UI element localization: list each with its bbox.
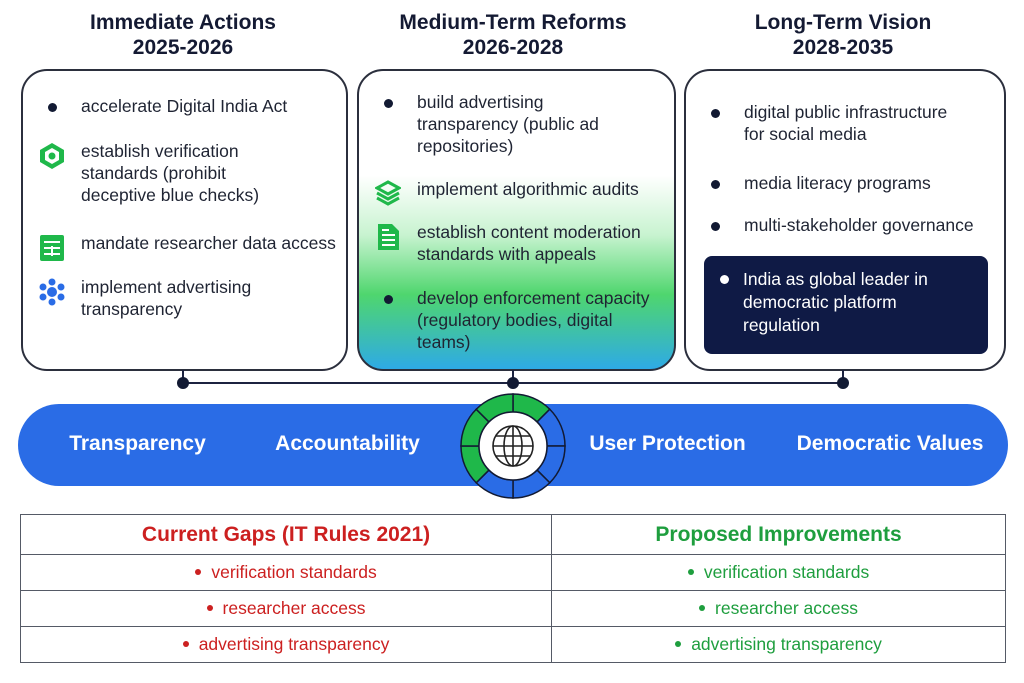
- value-accountability: Accountability: [275, 432, 420, 455]
- long-term-vision-card: digital public infrastructure for social…: [684, 69, 1006, 371]
- connector-dot: [837, 377, 849, 389]
- list-item: multi-stakeholder governance: [686, 214, 974, 236]
- document-icon: [378, 224, 399, 250]
- list-item: digital public infrastructure for social…: [686, 101, 966, 145]
- hexagon-badge-icon: [40, 143, 64, 169]
- layers-icon: [375, 180, 401, 206]
- bullet-icon: [383, 295, 393, 304]
- list-item: implement advertising transparency: [23, 276, 283, 320]
- value-user-protection: User Protection: [589, 432, 746, 455]
- list-item: media literacy programs: [686, 172, 931, 194]
- value-democratic-values: Democratic Values: [796, 432, 984, 455]
- immediate-actions-card: accelerate Digital India Act establish v…: [21, 69, 348, 371]
- connector-stem: [182, 370, 184, 383]
- bullet-icon: [47, 103, 57, 112]
- bullet-icon: [383, 99, 393, 108]
- spreadsheet-icon: [40, 235, 64, 261]
- improvements-header: Proposed Improvements: [551, 514, 1006, 555]
- list-item: accelerate Digital India Act: [23, 95, 287, 117]
- bullet-icon: [710, 180, 720, 189]
- bullet-icon: [710, 109, 720, 118]
- network-cluster-icon: [39, 278, 65, 306]
- connector-dot: [177, 377, 189, 389]
- connector-stem: [512, 370, 514, 383]
- gaps-header: Current Gaps (IT Rules 2021): [19, 514, 553, 555]
- bullet-icon: [710, 222, 720, 231]
- list-item: establish verification standards (prohib…: [23, 140, 273, 206]
- globe-icon: [492, 425, 534, 467]
- bullet-icon: [720, 275, 729, 284]
- comparison-table: Current Gaps (IT Rules 2021)Proposed Imp…: [19, 514, 1006, 663]
- list-item: mandate researcher data access: [23, 232, 336, 262]
- list-item: establish content moderation standards w…: [359, 221, 659, 265]
- highlighted-vision-item: India as global leader in democratic pla…: [704, 256, 988, 354]
- connector-stem: [842, 370, 844, 383]
- medium-term-reforms-card: build advertising transparency (public a…: [357, 69, 676, 371]
- list-item: develop enforcement capacity (regulatory…: [359, 287, 669, 353]
- list-item: build advertising transparency (public a…: [359, 91, 619, 157]
- value-transparency: Transparency: [69, 432, 206, 455]
- list-item: implement algorithmic audits: [359, 178, 639, 206]
- connector-dot: [507, 377, 519, 389]
- globe-hub: [460, 393, 566, 499]
